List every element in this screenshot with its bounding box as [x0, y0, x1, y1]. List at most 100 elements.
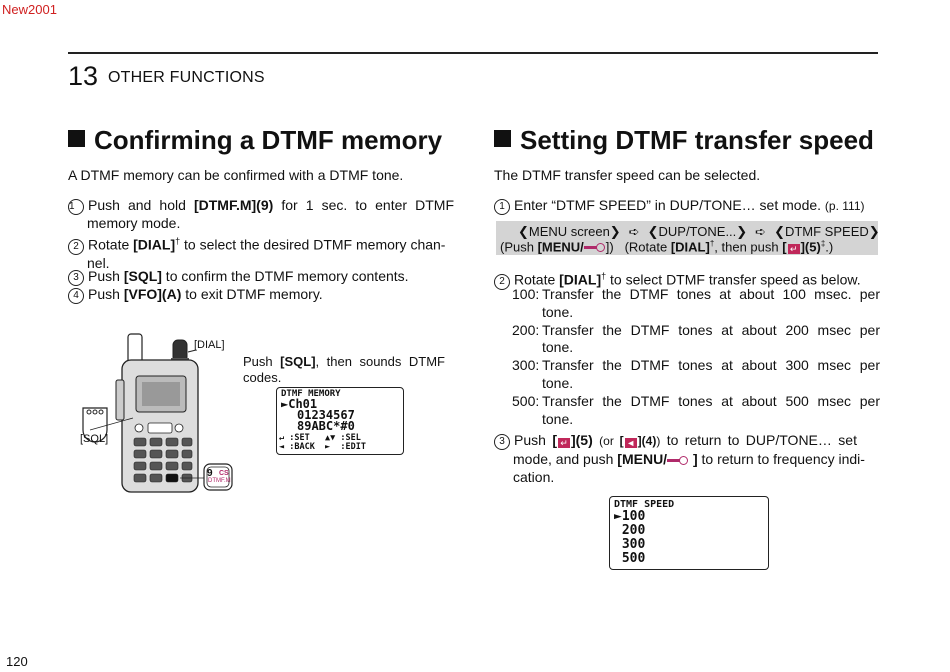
- lcd-title: DTMF MEMORY: [281, 389, 341, 399]
- key-icon: [583, 243, 606, 253]
- footnote-mark: ‡: [820, 239, 826, 248]
- instr-text: ]): [605, 239, 614, 255]
- speed-desc-cont: tone.: [542, 303, 574, 320]
- speed-item: 100: Transfer the DTMF tones at about 10…: [512, 286, 880, 322]
- watermark-text: New2001: [2, 2, 57, 17]
- step-text: to select the desired DTMF memory chan-: [180, 236, 446, 253]
- speed-desc-cont: tone.: [542, 374, 574, 391]
- step-text: for 1 sec. to enter DTMF: [273, 197, 454, 213]
- step-number: 2: [494, 273, 510, 290]
- caption-text: , then sounds DTMF: [315, 354, 445, 369]
- lcd-digits-1: 01234567: [297, 408, 355, 422]
- step-number: 2: [68, 238, 84, 255]
- step-key: [: [552, 432, 557, 448]
- step-continuation: memory mode.: [87, 215, 181, 231]
- section-bullet-icon: [494, 130, 511, 147]
- step-text: Rotate: [88, 236, 134, 253]
- caption-continuation: codes.: [243, 370, 282, 385]
- dtmf-memory-lcd: DTMF MEMORY ►Ch01 01234567 89ABC*#0 ↵ :S…: [276, 387, 404, 455]
- footnote-mark: †: [601, 271, 607, 281]
- instr-text: (Rotate: [624, 239, 671, 255]
- step-key: ](5): [570, 432, 593, 448]
- step-number: 3: [68, 270, 84, 286]
- enter-icon: ↵: [787, 244, 800, 255]
- step-key: [VFO](A): [123, 286, 182, 302]
- handheld-radio-illustration: [82, 333, 233, 493]
- step-number: 4: [68, 288, 84, 304]
- step-text: Push: [88, 268, 124, 284]
- header-rule: [68, 52, 878, 54]
- footnote-mark: †: [709, 239, 715, 248]
- step-key: ]: [689, 450, 698, 467]
- right-section-title: Setting DTMF transfer speed: [494, 125, 874, 156]
- step-text: Push and hold: [88, 197, 194, 213]
- step-text: to confirm the DTMF memory contents.: [161, 268, 409, 284]
- chapter-title: OTHER FUNCTIONS: [108, 69, 265, 86]
- lcd-speed-row: 300: [614, 537, 646, 552]
- speed-desc-cont: tone.: [542, 339, 574, 356]
- step-text: to exit DTMF memory.: [181, 286, 323, 302]
- speed-desc-cont: tone.: [542, 410, 574, 427]
- lcd-digits-2: 89ABC*#0: [297, 419, 355, 433]
- step-key: [DTMF.M](9): [193, 197, 274, 213]
- lcd-footer-2: ◄ :BACK ► :EDIT: [279, 442, 366, 452]
- speed-desc: Transfer the DTMF tones at about 500 mse…: [542, 392, 880, 409]
- step-text: Rotate: [514, 271, 560, 288]
- key-9-number: 9: [207, 468, 213, 479]
- step-text: cation.: [513, 468, 555, 485]
- step-text: to return to DUP/TONE… set: [660, 432, 857, 448]
- menu-path-item: ❮MENU screen❯: [518, 224, 621, 239]
- lcd-channel: ►Ch01: [281, 397, 318, 411]
- step-number: 3: [494, 434, 510, 450]
- right-title-text: Setting DTMF transfer speed: [520, 125, 874, 155]
- lcd-footer-1: ↵ :SET ▲▼ :SEL: [279, 433, 361, 443]
- figure-caption: Push [SQL], then sounds DTMF codes.: [243, 354, 445, 386]
- speed-list: 100: Transfer the DTMF tones at about 10…: [512, 286, 880, 428]
- page-number: 120: [6, 654, 28, 669]
- speed-value: 100:: [512, 286, 540, 302]
- key-icon: [667, 455, 689, 465]
- enter-key: ](5): [800, 239, 821, 255]
- page-reference: (p. 111): [824, 199, 865, 213]
- dtmf-speed-lcd: DTMF SPEED ►100 200 300 500: [609, 496, 769, 570]
- caption-key: [SQL]: [280, 354, 316, 369]
- speed-item: 500: Transfer the DTMF tones at about 50…: [512, 393, 880, 429]
- chapter-number: 13: [68, 61, 99, 91]
- key-9-dtmf: DTMF.M: [208, 478, 231, 484]
- step-alt: (or: [599, 434, 620, 448]
- caption-text: Push: [243, 354, 281, 369]
- menu-path-box: ❮MENU screen❯➪❮DUP/TONE...❯➪❮DTMF SPEED❯…: [496, 221, 880, 255]
- left-title-text: Confirming a DTMF memory: [94, 125, 443, 155]
- step-text: Push: [88, 286, 124, 302]
- lcd-speed-row: ►100: [614, 509, 646, 524]
- step-number: 1: [494, 199, 510, 215]
- enter-key: [: [782, 239, 787, 255]
- left-section-title: Confirming a DTMF memory: [68, 125, 442, 156]
- sql-label: [SQL]: [80, 433, 109, 445]
- speed-value: 200:: [512, 321, 540, 338]
- speed-value: 300:: [512, 357, 540, 374]
- instr-text: , then push: [714, 239, 783, 255]
- back-icon: ◄: [624, 438, 637, 448]
- right-intro: The DTMF transfer speed can be selected.: [494, 167, 761, 183]
- menu-instruction-row: (Push [MENU/]) (Rotate [DIAL]†, then pus…: [500, 239, 834, 255]
- instr-text: .): [825, 239, 834, 255]
- menu-path-item: ❮DTMF SPEED❯: [774, 224, 880, 239]
- step-key: [DIAL]: [133, 236, 176, 253]
- step-footnote-mark: †: [175, 236, 181, 246]
- lcd-title: DTMF SPEED: [614, 499, 675, 510]
- menu-key: [MENU/: [537, 239, 584, 255]
- step-key: [DIAL]: [559, 271, 602, 288]
- speed-item: 200: Transfer the DTMF tones at about 20…: [512, 322, 880, 358]
- arrow-icon: ➪: [628, 224, 640, 239]
- section-bullet-icon: [68, 130, 85, 147]
- left-intro: A DTMF memory can be confirmed with a DT…: [68, 167, 404, 183]
- step-key: [MENU/: [617, 450, 668, 467]
- lcd-speed-row: 500: [614, 551, 646, 566]
- dial-key: [DIAL]: [670, 239, 710, 255]
- step-number: 1: [68, 199, 84, 215]
